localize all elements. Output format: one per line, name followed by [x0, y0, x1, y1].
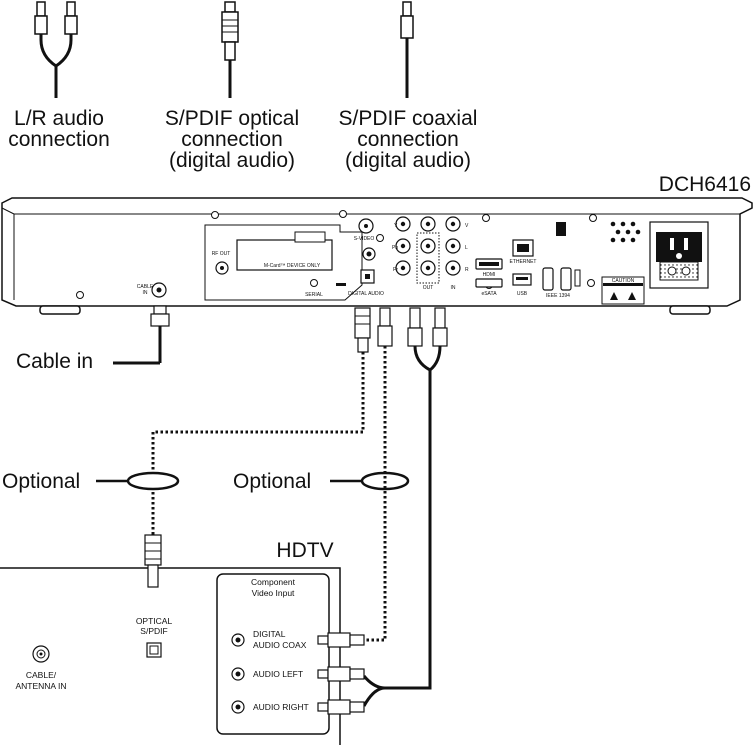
- ieee-label: IEEE 1394: [546, 293, 570, 299]
- component-title-2: Video Input: [252, 588, 295, 598]
- digital-audio-label: DIGITAL AUDIO: [348, 291, 384, 297]
- hdmi-label: HDMI: [483, 272, 496, 278]
- mcard-slot: [236, 239, 333, 271]
- rca-label-r: R: [465, 267, 469, 273]
- rca-label-y: Y: [394, 223, 398, 229]
- rca-label-pb: Pb: [392, 245, 398, 251]
- lr-audio-label-2: connection: [8, 128, 110, 151]
- power-inlet: [659, 261, 699, 281]
- lr-audio-label-1: L/R audio: [14, 107, 104, 130]
- ethernet-label: ETHERNET: [510, 259, 537, 265]
- tv-optical-port: [146, 642, 162, 658]
- rf-out-label: RF OUT: [212, 251, 231, 257]
- mcard-label: M-Card™ DEVICE ONLY: [264, 263, 321, 269]
- optional-label-right: Optional: [233, 470, 311, 493]
- rca-label-l: L: [465, 245, 468, 251]
- vent-icon: [610, 221, 641, 243]
- optical-label-1: S/PDIF optical: [165, 107, 299, 130]
- esata-port: [475, 278, 503, 288]
- digital-coax-label-1: DIGITAL: [253, 629, 286, 639]
- component-input-panel: [216, 573, 330, 735]
- optional-label-left: Optional: [2, 470, 80, 493]
- digital-coax-label-2: AUDIO COAX: [253, 640, 307, 650]
- s-video-label: S-VIDEO: [354, 236, 375, 242]
- optical-port-label-2: S/PDIF: [140, 626, 167, 636]
- caution-label: CAUTION: [612, 278, 635, 284]
- optical-label-3: (digital audio): [169, 149, 295, 172]
- esata-label: eSATA: [481, 291, 497, 297]
- ieee-port-2: [560, 267, 572, 291]
- lr-audio-cable-icon: [34, 1, 78, 98]
- in-label: IN: [451, 285, 456, 291]
- rca-label-pr: Pr: [393, 267, 398, 273]
- out-label: OUT: [423, 285, 434, 291]
- coax-cable-path: [364, 346, 387, 642]
- optical-cable-path: [151, 352, 365, 535]
- antenna-label-1: CABLE/: [26, 670, 57, 680]
- cable-in-connector: [113, 305, 170, 365]
- cable-in-label: Cable in: [16, 350, 93, 373]
- serial-label: SERIAL: [305, 292, 323, 298]
- rca-label-v: V: [465, 223, 469, 229]
- audio-left-label: AUDIO LEFT: [253, 669, 303, 679]
- warning-icon-2: [628, 292, 636, 300]
- coaxial-cable-icon: [400, 1, 414, 98]
- coaxial-label-1: S/PDIF coaxial: [339, 107, 478, 130]
- optical-label-2: connection: [181, 128, 283, 151]
- coaxial-label-2: connection: [357, 128, 459, 151]
- tv-rca-plugs: [317, 632, 365, 715]
- set-top-box: RF OUT CABLE IN M-Card™ DEVICE ONLY SERI…: [1, 197, 753, 315]
- hdtv-title: HDTV: [276, 539, 333, 562]
- optical-port-label-1: OPTICAL: [136, 616, 173, 626]
- antenna-label-2: ANTENNA IN: [15, 681, 66, 691]
- ieee-port-1: [542, 267, 554, 291]
- cable-in-port-label-1: CABLE: [137, 284, 154, 290]
- serial-port: [310, 279, 318, 287]
- coaxial-label-3: (digital audio): [345, 149, 471, 172]
- coax-plug-box: [377, 307, 393, 347]
- audio-right-label: AUDIO RIGHT: [253, 702, 309, 712]
- warning-icon: [610, 292, 618, 300]
- optical-plug-box: [354, 307, 371, 353]
- optical-plug-tv: [144, 534, 162, 566]
- optical-cable-icon: [221, 1, 239, 98]
- model-label: DCH6416: [659, 173, 751, 196]
- audio-cable-path: [362, 380, 432, 690]
- component-title-1: Component: [251, 577, 296, 587]
- usb-label: USB: [517, 291, 528, 297]
- rca-jack-block: Y Pb Pr L R V OUT IN: [392, 216, 469, 291]
- lr-audio-plugs-box: [407, 307, 448, 380]
- optional-marker-left: [126, 471, 180, 491]
- hdtv-panel: OPTICAL S/PDIF CABLE/ ANTENNA IN Compone…: [0, 534, 365, 745]
- cable-in-port-label-2: IN: [143, 290, 148, 296]
